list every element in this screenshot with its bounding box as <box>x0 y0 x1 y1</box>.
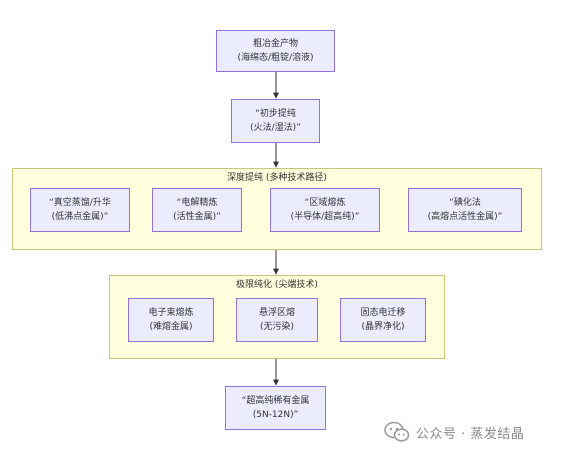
node-label-line2: (火法/湿法)” <box>250 123 301 133</box>
node-label-line1: 电子束熔炼 <box>148 308 194 318</box>
node-crude-metal-products: 粗冶金产物 (海绵态/粗锭/溶液) <box>216 30 335 72</box>
node-label-line2: (高熔点活性金属)” <box>427 212 503 222</box>
node-label-line1: “真空蒸馏/升华 <box>49 198 111 208</box>
node-label-line1: 悬浮区熔 <box>258 308 295 318</box>
node-label-line2: (半导体/超高纯)” <box>290 212 360 222</box>
node-label-line1: 粗冶金产物 <box>252 39 298 49</box>
node-label-line2: (活性金属)” <box>173 212 221 222</box>
node-label-line1: “碘化法 <box>449 198 481 208</box>
node-iodide-process: “碘化法 (高熔点活性金属)” <box>408 188 522 232</box>
node-vacuum-distillation: “真空蒸馏/升华 (低沸点金属)” <box>30 188 130 232</box>
node-label-line2: (晶界净化) <box>361 322 405 332</box>
node-label-line1: “超高纯稀有金属 <box>241 396 310 406</box>
watermark: 公众号 · 蒸发结晶 <box>384 419 564 445</box>
wechat-icon <box>384 421 410 442</box>
node-label-line1: 固态电迁移 <box>360 308 406 318</box>
watermark-text: 公众号 · 蒸发结晶 <box>416 426 525 442</box>
node-label-line2: (海绵态/粗锭/溶液) <box>237 53 314 63</box>
node-zone-refining: “区域熔炼 (半导体/超高纯)” <box>270 188 380 232</box>
node-electron-beam-melting: 电子束熔炼 (难熔金属) <box>128 298 214 342</box>
node-electrorefining: “电解精炼 (活性金属)” <box>152 188 242 232</box>
node-label-line2: (难熔金属) <box>149 322 193 332</box>
node-solid-state-electrotransport: 固态电迁移 (晶界净化) <box>340 298 426 342</box>
node-primary-purification: “初步提纯 (火法/湿法)” <box>231 99 320 143</box>
node-label-line1: “电解精炼 <box>176 198 218 208</box>
cluster-title-deep-purification: 深度提纯 (多种技术路径) <box>227 173 327 183</box>
node-label-line1: “区域熔炼 <box>304 198 346 208</box>
cluster-title-extreme-purification: 极限纯化 (尖端技术) <box>236 280 318 290</box>
node-float-zone-melting: 悬浮区熔 (无污染) <box>236 298 318 342</box>
node-label-line2: (低沸点金属)” <box>51 212 109 222</box>
node-label-line1: “初步提纯 <box>255 109 296 119</box>
node-label-line2: (无污染) <box>259 322 295 332</box>
node-label-line2: (5N-12N)” <box>252 410 299 420</box>
node-ultra-pure-rare-metal: “超高纯稀有金属 (5N-12N)” <box>225 386 326 430</box>
